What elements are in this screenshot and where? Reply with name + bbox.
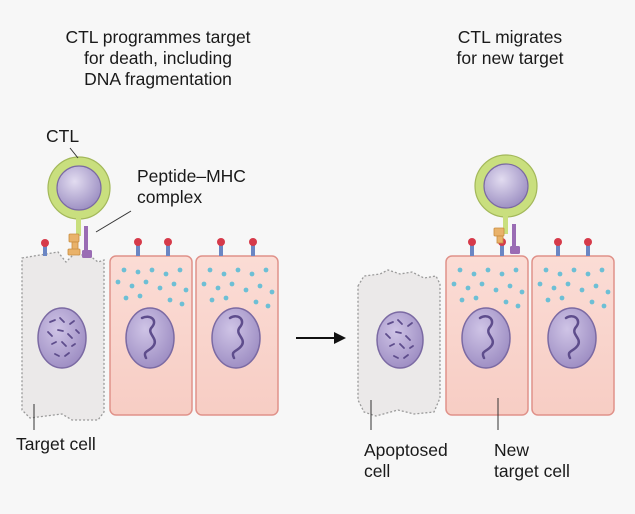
ctl-cell <box>474 154 538 254</box>
granules <box>537 267 611 309</box>
chromatin <box>564 315 581 360</box>
right-heading-line-2: for new target <box>456 48 564 68</box>
right-heading: CTL migrates for new target <box>410 27 610 69</box>
peptide-mhc-label: Peptide–MHC complex <box>137 166 246 208</box>
target-cell-label: Target cell <box>16 434 96 454</box>
nucleus <box>125 307 175 369</box>
peptide-mhc-complex <box>82 226 92 258</box>
nucleus <box>547 307 597 369</box>
receptor <box>584 238 592 256</box>
nucleus <box>211 307 261 369</box>
new-target-label-line-1: New <box>494 440 530 460</box>
new-target-cell <box>445 255 529 416</box>
chromatin <box>478 315 495 360</box>
ctl-cell <box>47 156 111 258</box>
receptor <box>554 238 562 256</box>
left-heading-line-3: DNA fragmentation <box>84 69 232 89</box>
peptide-mhc-complex <box>510 224 520 254</box>
left-heading-line-1: CTL programmes target <box>65 27 251 47</box>
right-heading-line-1: CTL migrates <box>457 27 563 47</box>
granules <box>451 267 525 309</box>
granules <box>115 267 189 307</box>
fragmented-nucleus <box>376 311 424 369</box>
receptor <box>249 238 257 256</box>
healthy-cell <box>109 255 193 416</box>
apoptosed-label-line-1: Apoptosed <box>364 440 448 460</box>
dna-fragments <box>385 319 414 359</box>
apoptosed-label-line-2: cell <box>364 461 391 481</box>
granules <box>201 267 275 309</box>
receptor <box>134 238 142 256</box>
new-target-cell-label: New target cell <box>494 440 570 482</box>
healthy-cell <box>531 255 615 416</box>
peptide-mhc-pointer <box>95 210 132 233</box>
apoptosed-cell <box>357 269 441 417</box>
dna-fragments <box>47 317 80 357</box>
receptor <box>468 238 476 256</box>
nucleus <box>461 307 511 369</box>
tcr-receptor <box>493 227 505 244</box>
transition-arrow <box>296 332 346 344</box>
receptor <box>41 239 49 256</box>
ctl-pointer <box>69 147 79 159</box>
receptor <box>217 238 225 256</box>
healthy-cell <box>195 255 279 416</box>
tcr-receptor <box>67 233 81 256</box>
peptide-mhc-label-line-2: complex <box>137 187 203 207</box>
receptor <box>164 238 172 256</box>
fragmented-nucleus <box>37 307 87 369</box>
apoptosed-cell-label: Apoptosed cell <box>364 440 448 482</box>
chromatin <box>228 315 245 360</box>
left-heading-line-2: for death, including <box>84 48 232 68</box>
peptide-mhc-label-line-1: Peptide–MHC <box>137 166 246 186</box>
chromatin <box>140 315 157 360</box>
ctl-label: CTL <box>46 126 80 146</box>
left-heading: CTL programmes target for death, includi… <box>28 27 288 90</box>
dying-target-cell <box>21 251 105 421</box>
new-target-label-line-2: target cell <box>494 461 570 481</box>
